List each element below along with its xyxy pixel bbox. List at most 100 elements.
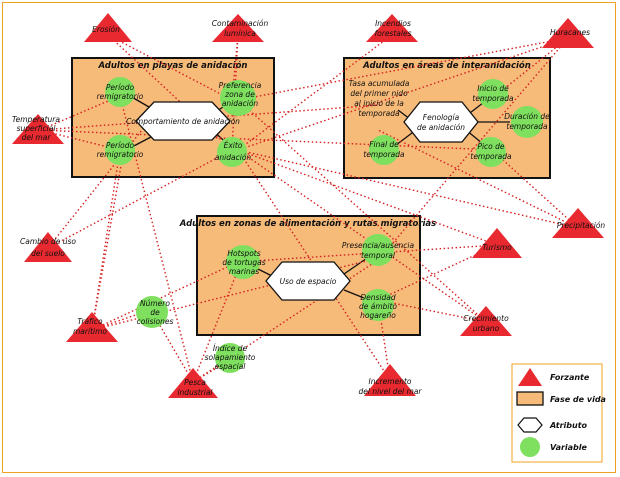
svg-text:Cambio de uso: Cambio de uso [20, 237, 76, 246]
svg-text:Número: Número [140, 299, 170, 308]
svg-text:espacial: espacial [215, 362, 247, 371]
variable-remigration-period-2 [105, 135, 135, 165]
phenology-line-1: Fenología [423, 113, 460, 122]
legend: Forzante Fase de vida Atributo Variable [511, 363, 606, 463]
legend-variable-label: Variable [550, 443, 588, 452]
variable-season-peak [476, 137, 506, 167]
svg-text:marítimo: marítimo [73, 327, 107, 336]
svg-text:Incendios: Incendios [375, 19, 411, 28]
svg-text:anidación: anidación [215, 153, 252, 162]
svg-text:del nivel del mar: del nivel del mar [358, 387, 422, 396]
svg-text:superficial: superficial [17, 124, 57, 133]
svg-text:del primer nido: del primer nido [350, 89, 408, 98]
driver-urban-growth [460, 306, 512, 336]
variable-home-range-density [362, 289, 394, 321]
driver-sea-level-rise [364, 364, 416, 396]
svg-text:Uso de espacio: Uso de espacio [280, 277, 337, 286]
attribute-nesting-behavior: Comportamiento de anidación [126, 101, 240, 141]
figure-frame [2, 2, 616, 473]
svg-text:temporada: temporada [472, 94, 514, 103]
svg-text:Incremento: Incremento [369, 377, 412, 386]
svg-text:remigratorio: remigratorio [97, 150, 144, 159]
svg-text:Tasa acumulada: Tasa acumulada [349, 79, 410, 88]
svg-text:temporal: temporal [361, 251, 396, 260]
svg-text:Crecimiento: Crecimiento [463, 314, 509, 323]
svg-text:urbano: urbano [473, 324, 500, 333]
svg-text:Comportamiento de anidación: Comportamiento de anidación [126, 117, 240, 126]
svg-text:hogareño: hogareño [360, 311, 396, 320]
svg-text:Duración de: Duración de [504, 112, 550, 121]
svg-text:del suelo: del suelo [31, 249, 65, 258]
svg-text:Pesca: Pesca [184, 378, 206, 387]
variable-season-duration [511, 106, 543, 138]
svg-text:Éxito: Éxito [224, 141, 243, 150]
svg-text:temporada: temporada [506, 122, 548, 131]
svg-text:industrial: industrial [177, 388, 213, 397]
driver-land-use-change [24, 232, 72, 262]
accumulated-rate-label: Tasa acumulada del primer nido al inicio… [349, 79, 410, 118]
variable-season-end [369, 135, 399, 165]
driver-links [39, 34, 579, 383]
svg-text:Inicio de: Inicio de [477, 84, 509, 93]
svg-text:Pico de: Pico de [477, 142, 504, 151]
stage-title-feeding: Adultos en zonas de alimentación y rutas… [179, 218, 436, 229]
driver-labels: Erosión Contaminación lumínica Incendios… [12, 19, 605, 397]
svg-text:Período: Período [106, 141, 135, 150]
attribute-phenology: Fenología de anidación [403, 101, 479, 143]
svg-text:Hotspots: Hotspots [227, 249, 260, 258]
svg-text:al inicio de la: al inicio de la [354, 99, 404, 108]
svg-text:Precipitación: Precipitación [557, 221, 606, 230]
variable-collision-count [136, 296, 168, 328]
variable-labels: Período remigratorio Preferencia zona de… [97, 81, 551, 371]
svg-text:Preferencia: Preferencia [219, 81, 262, 90]
legend-driver-swatch [518, 368, 542, 386]
svg-text:de tortugas: de tortugas [222, 258, 265, 267]
driver-precipitation [552, 208, 604, 238]
svg-text:Erosión: Erosión [92, 25, 120, 34]
driver-tourism [472, 228, 522, 258]
variable-spatial-overlap [215, 343, 245, 373]
variable-remigration-period-1 [105, 77, 135, 107]
svg-text:Presencia/ausencia: Presencia/ausencia [342, 241, 415, 250]
svg-text:Final de: Final de [369, 140, 399, 149]
svg-text:Temperatura: Temperatura [12, 115, 60, 124]
driver-light-pollution [212, 14, 264, 42]
phenology-line-2: de anidación [417, 123, 465, 132]
svg-text:Densidad: Densidad [360, 293, 395, 302]
driver-industrial-fishing [168, 368, 218, 398]
driver-maritime-traffic [66, 312, 118, 342]
svg-text:temporada: temporada [363, 150, 405, 159]
svg-text:colisiones: colisiones [137, 317, 174, 326]
legend-attribute-swatch [517, 417, 543, 433]
svg-text:marinas: marinas [229, 267, 259, 276]
svg-text:de ámbito: de ámbito [359, 302, 397, 311]
svg-text:temporada: temporada [358, 109, 400, 118]
svg-text:zona de: zona de [224, 90, 255, 99]
variable-hotspots [226, 245, 260, 279]
svg-text:anidación: anidación [222, 99, 259, 108]
svg-text:Huracanes: Huracanes [550, 28, 590, 37]
svg-text:lumínica: lumínica [224, 29, 256, 38]
driver-sea-surface-temperature [12, 114, 64, 144]
legend-stage-swatch [516, 391, 544, 406]
svg-text:Período: Período [106, 83, 135, 92]
driver-hurricanes [542, 18, 594, 48]
driver-forest-fires [366, 14, 418, 42]
svg-text:del mar: del mar [22, 133, 52, 142]
variable-circles [105, 77, 543, 373]
svg-text:Tráfico: Tráfico [77, 317, 103, 326]
legend-stage-label: Fase de vida [550, 395, 606, 404]
variable-season-start [478, 79, 508, 109]
svg-text:Índice de: Índice de [213, 344, 248, 353]
svg-text:temporada: temporada [470, 152, 512, 161]
stage-title-internesting: Adultos en áreas de interanidación [362, 60, 531, 71]
variable-nesting-zone-preference [220, 80, 256, 116]
attribute-space-use: Uso de espacio [265, 261, 351, 301]
driver-triangles [12, 13, 604, 398]
legend-driver-label: Forzante [550, 373, 590, 382]
svg-text:de: de [150, 308, 160, 317]
svg-text:forestales: forestales [375, 29, 412, 38]
svg-text:Turismo: Turismo [482, 243, 512, 252]
variable-presence-absence [362, 234, 394, 266]
